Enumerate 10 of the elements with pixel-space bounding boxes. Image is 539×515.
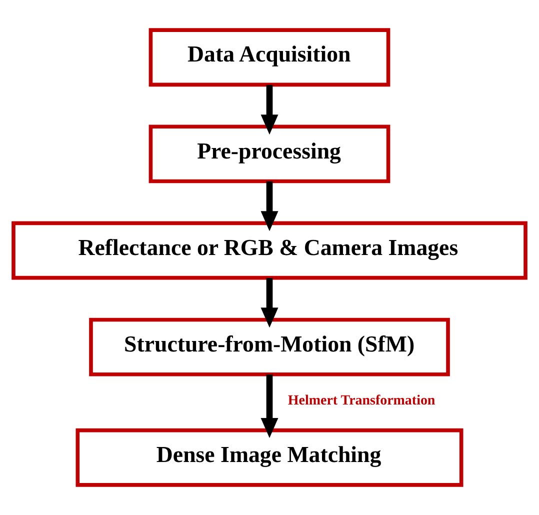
node-box: Pre-processing <box>148 124 390 184</box>
arrow <box>260 278 278 328</box>
arrow <box>260 181 278 232</box>
node-box: Dense Image Matching <box>76 428 464 487</box>
node-box: Structure-from-Motion (SfM) <box>89 318 450 376</box>
node-box: Reflectance or RGB & Camera Images <box>12 221 528 280</box>
node-box: Data Acquisition <box>148 28 390 87</box>
edge-label: Helmert Transformation <box>288 394 436 409</box>
arrow <box>260 374 278 438</box>
arrow <box>260 84 278 135</box>
